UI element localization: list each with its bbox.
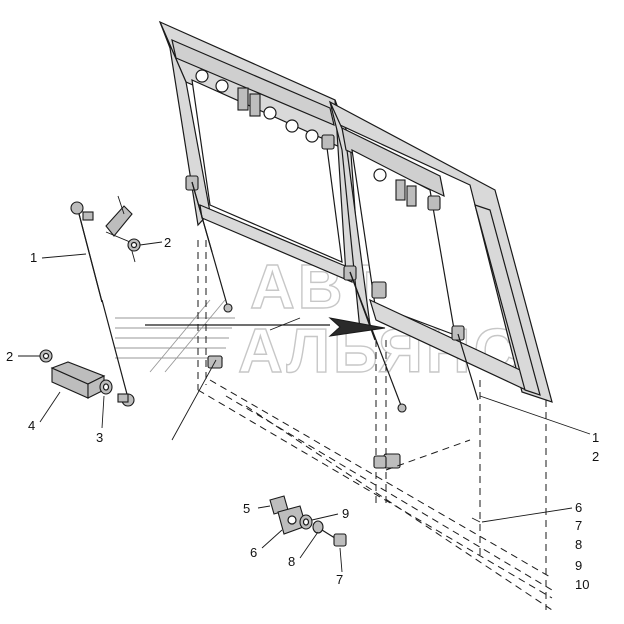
left-door-panel: [158, 20, 361, 283]
body-frame-dashed: [197, 240, 553, 611]
callout-left-2-top: 2: [164, 235, 171, 250]
callout-right-2: 2: [592, 449, 599, 464]
vent-holes-left: [195, 69, 319, 143]
right-door-panel: [328, 100, 553, 403]
callout-left-1: 1: [30, 250, 37, 265]
callout-right-6: 6: [575, 500, 582, 515]
exploded-upper-bracket: [105, 195, 141, 263]
panel-hinges: [185, 134, 465, 341]
callout-labels: 1 2 2 4 3 1 2 6 7 8 9 10 5 9 6 8 7: [6, 235, 599, 592]
exploded-latch-set: [269, 455, 481, 547]
callout-right-9: 9: [575, 558, 582, 573]
exploded-lower-bracket: [39, 349, 113, 399]
callout-bottom-7: 7: [336, 572, 343, 587]
leader-lines: [18, 241, 591, 573]
callout-left-4: 4: [28, 418, 35, 433]
callout-bottom-8: 8: [288, 554, 295, 569]
callout-right-8: 8: [575, 537, 582, 552]
callout-bottom-9: 9: [342, 506, 349, 521]
callout-left-2-mid: 2: [6, 349, 13, 364]
watermark: АВТО АЛЬЯНС: [115, 252, 519, 387]
callout-right-7: 7: [575, 518, 582, 533]
vent-holes-right: [373, 168, 417, 207]
callout-left-3: 3: [96, 430, 103, 445]
callout-right-1: 1: [592, 430, 599, 445]
callout-bottom-6: 6: [250, 545, 257, 560]
exploded-gas-strut: [70, 201, 135, 407]
callout-bottom-5: 5: [243, 501, 250, 516]
callout-right-10: 10: [575, 577, 589, 592]
assembly-arrow: [145, 317, 386, 337]
